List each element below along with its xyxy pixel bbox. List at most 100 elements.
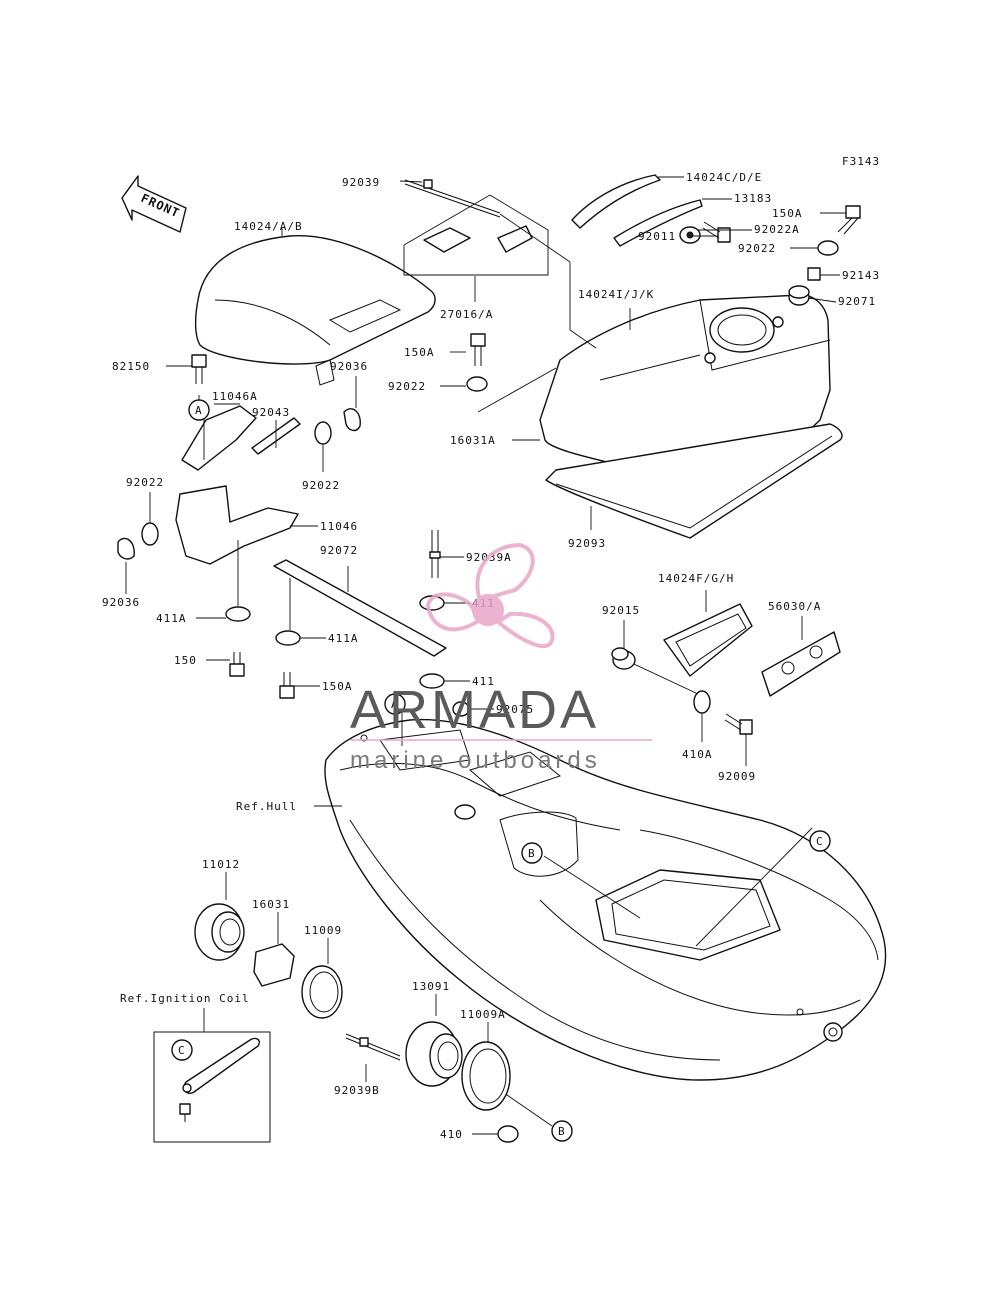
leader-lines [125,176,846,1135]
svg-text:A: A [391,698,399,711]
label-82150: 82150 [112,360,150,373]
propeller-logo-icon [425,542,555,648]
label-92075: 92075 [496,703,534,716]
rod-92039 [404,179,501,218]
svg-text:C: C [178,1044,186,1057]
grommet-92015 [611,647,636,670]
part-labels: 92039 14024C/D/E 13183 92022A 150A 92022… [102,171,880,1141]
callout-a-hull: A [384,693,406,715]
ring-11009a [461,1041,511,1111]
front-arrow-icon: FRONT [121,175,187,233]
plate-56030a [761,631,841,697]
hull [324,718,887,1081]
washer-92022-left-b [141,522,159,546]
washer-92022-mid [466,376,488,392]
washer-410a [693,690,711,714]
watermark: ARMADA marine outboards [350,542,652,774]
svg-text:B: B [528,847,536,860]
label-411a-left: 411A [156,612,187,625]
label-92039b: 92039B [334,1084,380,1097]
label-92039: 92039 [342,176,380,189]
label-92022a: 92022A [754,223,800,236]
label-92022-top: 92022 [738,242,776,255]
label-92022-mid: 92022 [388,380,426,393]
grommet-92071 [788,285,810,306]
label-56030a: 56030/A [768,600,821,613]
label-92036-a: 92036 [330,360,368,373]
bracket-11046a [181,405,257,471]
label-13183: 13183 [734,192,772,205]
washer-92022-left-a [314,421,332,445]
rod-92039b [345,1033,401,1061]
label-411a-mid: 411A [328,632,359,645]
label-150: 150 [174,654,197,667]
label-92093: 92093 [568,537,606,550]
label-27016a: 27016/A [440,308,493,321]
block-16031 [253,943,295,987]
label-92143: 92143 [842,269,880,282]
label-13091: 13091 [412,980,450,993]
washer-411a-mid [275,630,301,646]
svg-text:A: A [195,404,203,417]
bracket-11046 [175,485,299,565]
label-16031: 16031 [252,898,290,911]
label-14024ijk: 14024I/J/K [578,288,654,301]
washer-411a-left [225,606,251,622]
svg-text:C: C [816,835,824,848]
bolt-150 [229,652,245,677]
label-14024ab: 14024/A/B [234,220,303,233]
callout-b-hull: B [521,842,543,864]
label-92022-left-a: 92022 [302,479,340,492]
callout-a-top: A [188,399,210,421]
label-150a-top: 150A [772,207,803,220]
plate-14024fgh [663,603,753,677]
strap-92072 [273,559,447,657]
label-92009: 92009 [718,770,756,783]
label-92071: 92071 [838,295,876,308]
label-92022-left-b: 92022 [126,476,164,489]
bolt-150a-top [837,205,861,235]
label-411-bottom: 411 [472,675,495,688]
label-14024cde: 14024C/D/E [686,171,762,184]
bolt-150a-mid [470,333,486,366]
watermark-tagline: marine outboards [350,747,601,774]
washer-92022-top [817,240,839,256]
bolt-92009 [724,713,753,735]
seat [194,235,436,386]
nut-92143 [807,267,821,281]
label-11012: 11012 [202,858,240,871]
pin-92039a [429,530,441,578]
bolt-92011 [702,221,731,243]
cover-13183 [613,199,703,247]
callout-c-ign: C [171,1039,193,1061]
label-150a-low: 150A [322,680,353,693]
watermark-brand: ARMADA [350,680,599,740]
label-92072: 92072 [320,544,358,557]
cover-14024cde [571,174,661,229]
label-150a-mid: 150A [404,346,435,359]
label-11046: 11046 [320,520,358,533]
label-ref-hull: Ref.Hull [236,800,297,813]
gasket-92093 [545,423,843,539]
ignition-coil-ref-box [153,1031,271,1143]
label-410: 410 [440,1128,463,1141]
label-92043: 92043 [252,406,290,419]
svg-text:B: B [558,1125,566,1138]
bolt-82150 [191,354,207,384]
bracket-box-27016a [403,194,549,276]
figure-code: F3143 [842,155,880,168]
bolt-150a-low [279,672,295,699]
ring-11009 [301,965,343,1019]
clip-92036-b [117,537,135,560]
callout-b-bottom: B [551,1120,573,1142]
label-92036-b: 92036 [102,596,140,609]
label-92015: 92015 [602,604,640,617]
engine-hood [539,294,831,481]
label-11009: 11009 [304,924,342,937]
label-92011: 92011 [638,230,676,243]
label-11046a: 11046A [212,390,258,403]
fitting-13091 [405,1021,463,1087]
label-16031a: 16031A [450,434,496,447]
label-ref-ignition-coil: Ref.Ignition Coil [120,992,250,1005]
